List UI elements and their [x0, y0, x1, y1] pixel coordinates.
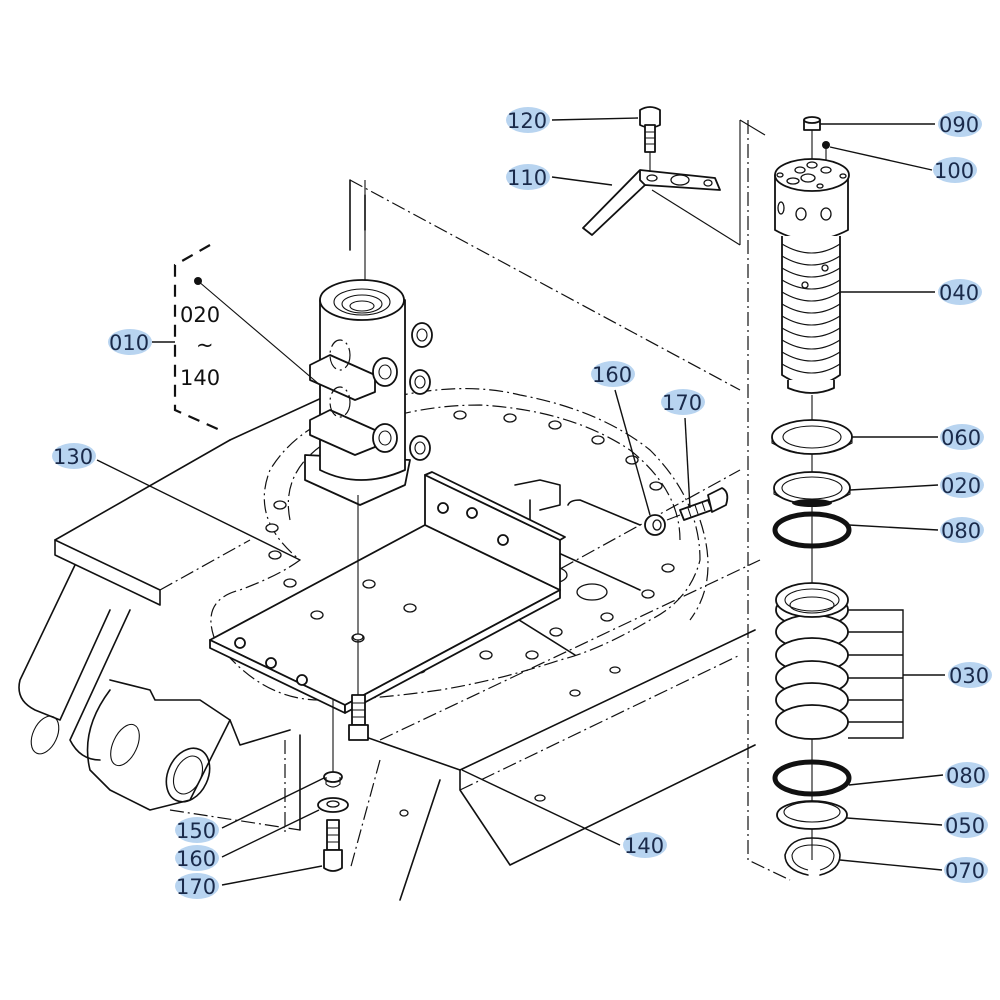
bottom-fasteners [317, 640, 369, 872]
callout-090[interactable]: 090 [938, 111, 982, 137]
svg-text:160: 160 [176, 847, 216, 871]
callout-150[interactable]: 150 [175, 817, 219, 843]
svg-text:170: 170 [176, 875, 216, 899]
callout-040[interactable]: 040 [938, 279, 982, 305]
svg-text:140: 140 [624, 834, 664, 858]
callout-130[interactable]: 130 [52, 443, 96, 469]
svg-text:080: 080 [946, 764, 986, 788]
svg-text:170: 170 [662, 391, 702, 415]
bolt-120 [639, 106, 661, 172]
svg-text:060: 060 [941, 426, 981, 450]
side-fasteners [644, 487, 729, 536]
svg-text:080: 080 [941, 519, 981, 543]
swivel-ports [372, 322, 433, 461]
callout-140[interactable]: 140 [623, 832, 667, 858]
callout-160-lower[interactable]: 160 [175, 845, 219, 871]
callout-110[interactable]: 110 [506, 164, 550, 190]
svg-text:030: 030 [949, 664, 989, 688]
svg-text:120: 120 [507, 109, 547, 133]
svg-text:040: 040 [939, 281, 979, 305]
svg-text:150: 150 [176, 819, 216, 843]
svg-text:160: 160 [592, 363, 632, 387]
callout-160-upper[interactable]: 160 [591, 361, 635, 387]
callout-020[interactable]: 020 [940, 472, 984, 498]
callout-labels: 120 110 090 100 040 010 160 170 130 060 … [52, 107, 992, 899]
seal-stack [775, 582, 849, 740]
callout-120[interactable]: 120 [506, 107, 550, 133]
svg-text:020: 020 [941, 474, 981, 498]
range-from-text: 020 [180, 303, 220, 327]
rotor-shaft [747, 116, 850, 881]
seal-rings [771, 419, 853, 876]
svg-text:130: 130 [53, 445, 93, 469]
callout-010[interactable]: 010 [108, 329, 152, 355]
swivel-joint-body [304, 180, 433, 641]
range-tilde-text: ~ [196, 333, 214, 357]
callout-080-lower[interactable]: 080 [945, 762, 989, 788]
svg-text:010: 010 [109, 331, 149, 355]
svg-text:110: 110 [507, 166, 547, 190]
svg-text:070: 070 [945, 859, 985, 883]
svg-text:090: 090 [939, 113, 979, 137]
callout-070[interactable]: 070 [944, 857, 988, 883]
callout-170-upper[interactable]: 170 [661, 389, 705, 415]
callout-100[interactable]: 100 [933, 157, 977, 183]
svg-text:100: 100 [934, 159, 974, 183]
svg-text:050: 050 [945, 814, 985, 838]
turntable-bolt-holes [265, 410, 675, 697]
machine-frame [18, 179, 761, 901]
callout-050[interactable]: 050 [944, 812, 988, 838]
callout-030[interactable]: 030 [948, 662, 992, 688]
callout-060[interactable]: 060 [940, 424, 984, 450]
range-to-text: 140 [180, 366, 220, 390]
callout-170-lower[interactable]: 170 [175, 873, 219, 899]
assembly-bracket: 020 ~ 140 [173, 244, 321, 432]
leader-lines [96, 117, 945, 886]
callout-080-upper[interactable]: 080 [940, 517, 984, 543]
mounting-plate [209, 471, 566, 714]
stopper-bracket [582, 119, 766, 246]
